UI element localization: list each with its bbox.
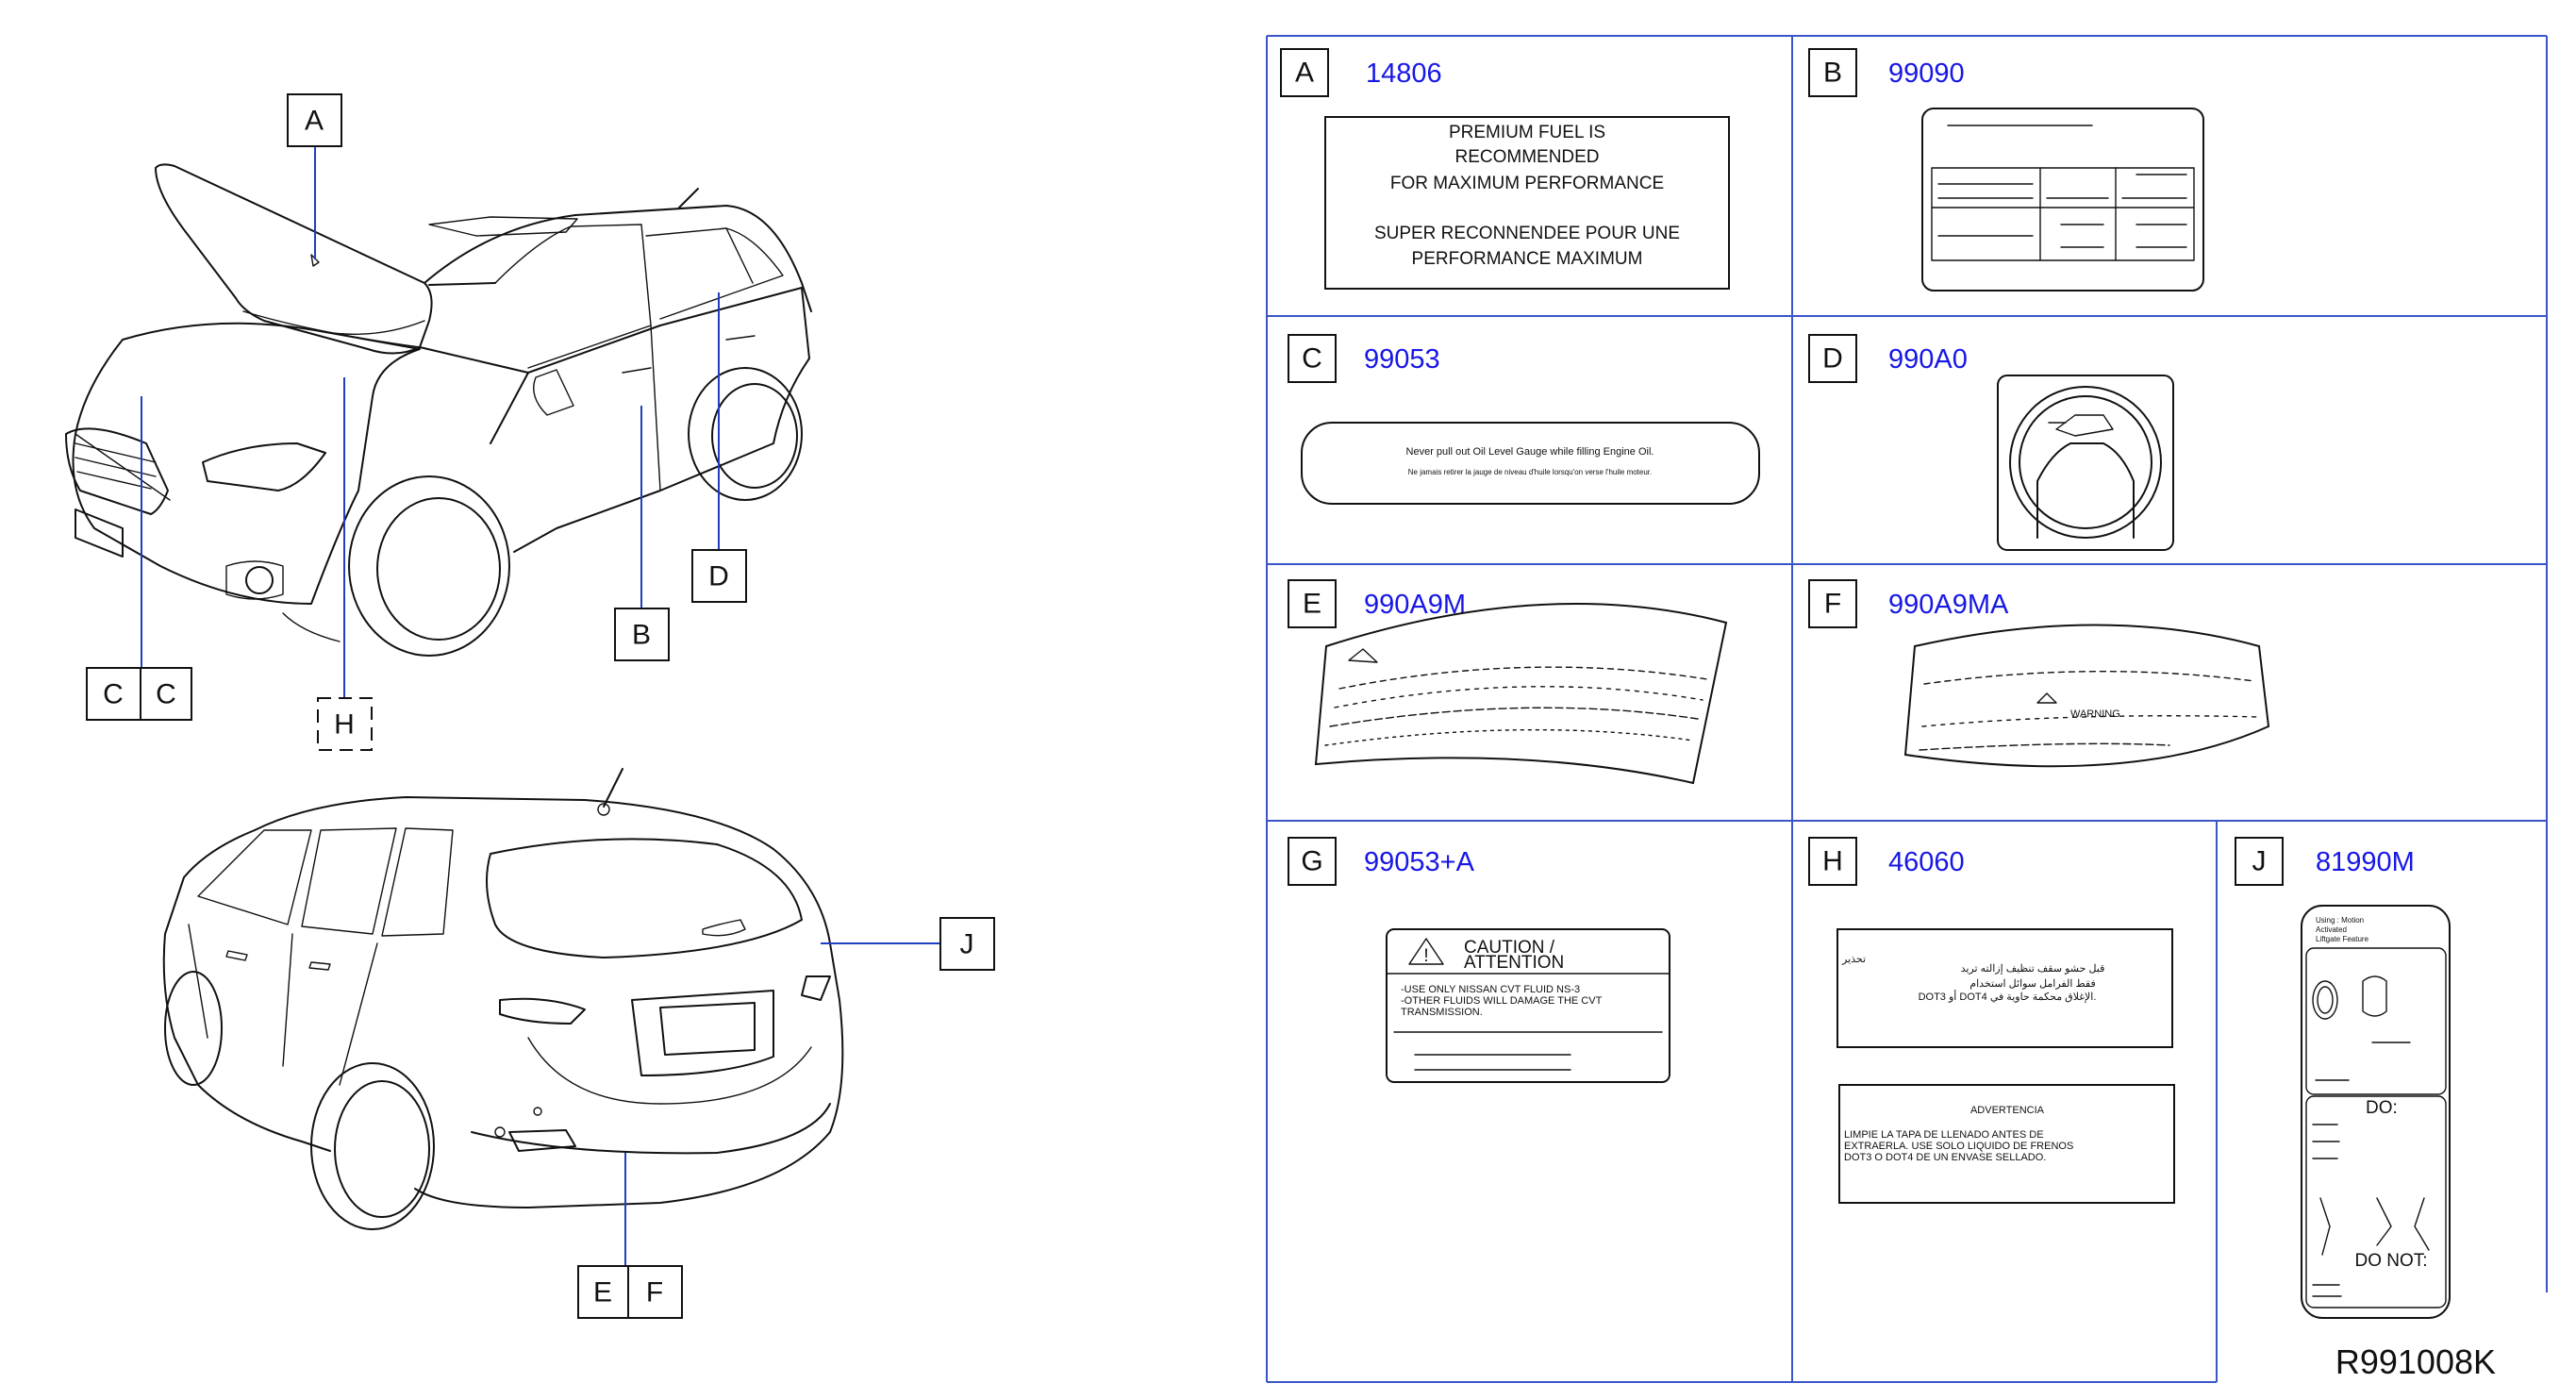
part-number-j: 81990M <box>2316 847 2415 877</box>
svg-text:D: D <box>1822 343 1843 375</box>
part-number-h: 46060 <box>1888 847 1965 877</box>
svg-text:C: C <box>1302 343 1322 375</box>
cell-d-header: D 990A0 <box>1808 334 1968 383</box>
part-number-d: 990A0 <box>1888 344 1968 375</box>
svg-text:DO NOT:: DO NOT: <box>2354 1251 2427 1271</box>
callout-d[interactable]: D <box>691 549 747 603</box>
callout-h-text: H <box>334 709 355 741</box>
svg-text:FOR MAXIMUM PERFORMANCE: FOR MAXIMUM PERFORMANCE <box>1390 174 1664 193</box>
callout-b[interactable]: B <box>614 608 670 661</box>
callout-h[interactable]: H <box>317 697 373 751</box>
svg-text:-OTHER FLUIDS WILL DA: -OTHER FLUIDS WILL DAMAGE THE CVT <box>1401 995 1603 1007</box>
front-vehicle-drawing <box>65 163 812 657</box>
svg-text:ATTENTION: ATTENTION <box>1464 953 1564 973</box>
svg-text:WARNING: WARNING <box>2070 708 2120 720</box>
svg-text:-USE ONLY NISSAN CVT: -USE ONLY NISSAN CVT FLUID NS-3 <box>1401 984 1580 995</box>
label-c-oil: Never pull out Oil Level Gauge while fil… <box>1301 422 1760 505</box>
svg-text:G: G <box>1301 846 1322 877</box>
rear-vehicle-drawing <box>162 768 844 1230</box>
svg-text:A: A <box>1295 58 1314 89</box>
label-h-arabic: تحذير قبل حشو سقف تنظيف إزالته تريد فقط … <box>1836 928 2173 1048</box>
svg-text:تحذير: تحذير <box>1841 954 1866 965</box>
svg-text:J: J <box>2252 846 2267 877</box>
svg-text:ADVERTENCIA: ADVERTENCIA <box>1970 1105 2045 1116</box>
callout-b-text: B <box>632 620 651 651</box>
label-e-warning-arc <box>1314 603 1728 785</box>
cell-f-header: F 990A9MA <box>1808 579 2009 628</box>
callout-a[interactable]: A <box>287 93 342 147</box>
callout-e-text: E <box>593 1277 612 1308</box>
label-a-fuel: PREMIUM FUEL IS RECOMMENDED FOR MAXIMUM … <box>1324 116 1730 290</box>
svg-text:B: B <box>1823 58 1842 89</box>
svg-text:PREMIUM FUEL IS: PREMIUM FUEL IS <box>1449 123 1605 142</box>
part-number-a: 14806 <box>1366 58 1442 89</box>
part-number-f: 990A9MA <box>1888 590 2009 620</box>
svg-text:PERFORMANCE MAXIMUM: PERFORMANCE MAXIMUM <box>1412 249 1643 269</box>
svg-text:TRANSMISSION.: TRANSMISSION. <box>1401 1007 1483 1018</box>
label-grid <box>1266 35 2548 1383</box>
part-number-g: 99053+A <box>1364 847 1475 877</box>
callout-c[interactable]: C C <box>86 667 192 721</box>
cell-b-header: B 99090 <box>1808 48 1965 97</box>
label-b-tire-placard <box>1921 108 2204 292</box>
callout-c-partial-text: C <box>156 679 176 710</box>
drawing-reference-code: R991008K <box>2335 1342 2496 1381</box>
label-d-filler-icon <box>1997 375 2174 551</box>
svg-text:فقط الفرامل سوائل استخدا: فقط الفرامل سوائل استخدام <box>1969 978 2095 990</box>
svg-text:SUPER RECONNENDEE POUR U: SUPER RECONNENDEE POUR UNE <box>1374 224 1680 243</box>
svg-text:H: H <box>1822 846 1843 877</box>
svg-text:DOT3 O DOT4 DE UN: DOT3 O DOT4 DE UN ENVASE SELLADO. <box>1844 1152 2046 1163</box>
cell-c-header: C 99053 <box>1288 334 1440 383</box>
svg-text:Never pull out Oil: Never pull out Oil Level Gauge while fil… <box>1406 446 1654 458</box>
cell-e-header: E 990A9M <box>1288 579 1466 628</box>
svg-text:قبل حشو سقف تنظيف إزال: قبل حشو سقف تنظيف إزالته تريد <box>1961 963 2105 975</box>
svg-text:Using : Motion: Using : Motion <box>2316 916 2364 925</box>
cell-g-header: G 99053+A <box>1288 837 1475 886</box>
callout-j-text: J <box>960 929 974 960</box>
callout-f-text: F <box>646 1277 663 1308</box>
callout-c-text: C <box>103 679 124 710</box>
svg-text:E: E <box>1303 589 1321 620</box>
svg-text:CAUTION /: CAUTION / <box>1464 938 1555 958</box>
cell-h-header: H 46060 <box>1808 837 1965 886</box>
callout-a-text: A <box>305 106 324 137</box>
part-number-b: 99090 <box>1888 58 1965 89</box>
label-f-warning-arc: WARNING <box>1903 624 2270 768</box>
part-number-c: 99053 <box>1364 344 1440 375</box>
svg-text:!: ! <box>1423 946 1428 966</box>
svg-text:LIMPIE LA TAPA DE: LIMPIE LA TAPA DE LLENADO ANTES DE <box>1844 1129 2044 1141</box>
callout-e-f[interactable]: E F <box>577 1265 683 1319</box>
leader-lines <box>141 146 940 1266</box>
svg-text:DO:: DO: <box>2366 1098 2398 1118</box>
label-h-spanish: ADVERTENCIA LIMPIE LA TAPA DE LLENADO AN… <box>1838 1084 2175 1204</box>
callout-j[interactable]: J <box>939 917 995 971</box>
svg-text:Ne jamais retirer la: Ne jamais retirer la jauge de niveau d'h… <box>1408 468 1653 476</box>
label-j-liftgate: Using : Motion Activated Liftgate Featur… <box>2301 905 2451 1319</box>
svg-text:EXTRAERLA. USE SOLO L: EXTRAERLA. USE SOLO LIQUIDO DE FRENOS <box>1844 1141 2073 1152</box>
cell-j-header: J 81990M <box>2235 837 2415 886</box>
svg-text:Liftgate Feature: Liftgate Feature <box>2316 935 2369 943</box>
cell-a-header: A 14806 <box>1280 48 1442 97</box>
svg-text:DOT3 أو DOT4 الإغلاق م: DOT3 أو DOT4 الإغلاق محكمة حاوية في. <box>1919 990 2097 1003</box>
callout-d-text: D <box>708 561 729 592</box>
svg-text:RECOMMENDED: RECOMMENDED <box>1454 147 1599 167</box>
label-g-cvt-caution: ! CAUTION / ATTENTION -USE ONLY NISSAN C… <box>1386 928 1670 1083</box>
svg-text:F: F <box>1824 589 1841 620</box>
svg-text:Activated: Activated <box>2316 925 2347 934</box>
